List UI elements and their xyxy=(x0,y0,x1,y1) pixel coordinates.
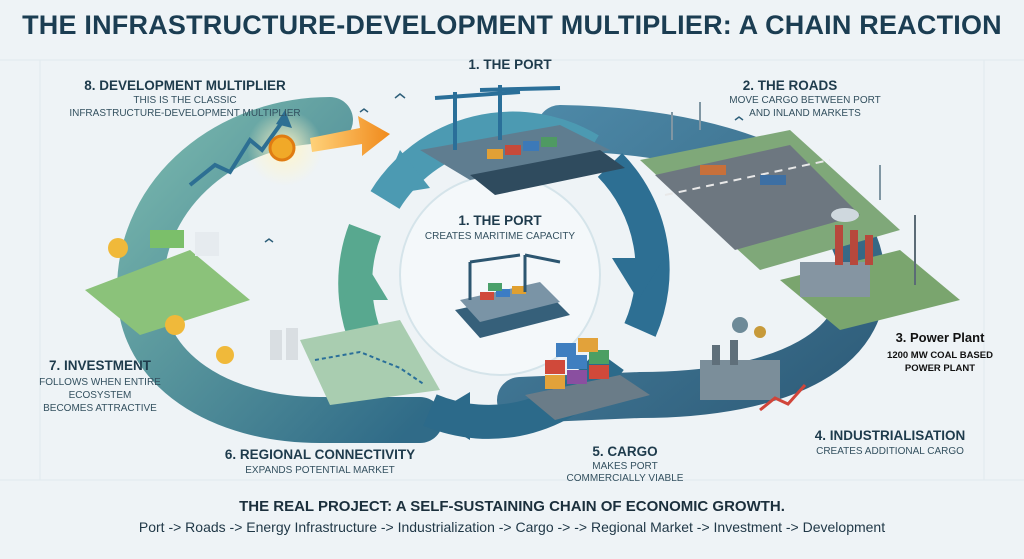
roads-desc-2: AND INLAND MARKETS xyxy=(749,108,861,119)
cargo-illustration xyxy=(525,338,650,420)
cargo-desc-2: COMMERCIALLY VIABLE xyxy=(566,473,684,484)
central-cycle xyxy=(338,111,670,440)
investment-desc-2: ECOSYSTEM xyxy=(68,390,132,401)
roads-heading: 2. THE ROADS xyxy=(742,78,838,93)
cargo-heading: 5. CARGO xyxy=(592,444,658,459)
investment-heading: 7. INVESTMENT xyxy=(48,358,151,373)
industrialisation-illustration xyxy=(700,317,807,412)
cycle-arrowhead-left xyxy=(342,262,388,300)
footer-chain: Port -> Roads -> Energy Infrastructure -… xyxy=(138,519,886,535)
industrialisation-desc: CREATES ADDITIONAL CARGO xyxy=(816,446,964,457)
investment-illustration xyxy=(85,230,250,364)
birds-decoration xyxy=(264,93,744,243)
background-grid xyxy=(0,59,1024,481)
cycle-arrowhead-right xyxy=(612,258,664,300)
top-port-illustration xyxy=(420,85,625,195)
cycle-arrowhead-top xyxy=(380,150,430,196)
multiplier-desc-2: INFRASTRUCTURE-DEVELOPMENT MULTIPLIER xyxy=(69,108,301,119)
cargo-desc-1: MAKES PORT xyxy=(592,461,658,472)
power-plant-desc-1: 1200 MW COAL BASED xyxy=(887,350,993,361)
port-center-heading: 1. THE PORT xyxy=(458,213,542,228)
investment-desc-3: BECOMES ATTRACTIVE xyxy=(43,403,157,414)
investment-desc-1: FOLLOWS WHEN ENTIRE xyxy=(39,377,161,388)
power-plant-heading: 3. Power Plant xyxy=(895,330,985,345)
industrialisation-heading: 4. INDUSTRIALISATION xyxy=(814,428,966,443)
power-plant-desc-2: POWER PLANT xyxy=(904,363,976,374)
footer-headline: THE REAL PROJECT: A SELF-SUSTAINING CHAI… xyxy=(239,498,785,515)
port-center-desc: CREATES MARITIME CAPACITY xyxy=(424,231,576,242)
cycle-arrowhead-bottom xyxy=(430,392,470,440)
multiplier-illustration xyxy=(188,110,390,187)
page-title: THE INFRASTRUCTURE-DEVELOPMENT MULTIPLIE… xyxy=(22,10,1002,40)
power-plant-illustration xyxy=(780,208,960,330)
multiplier-heading: 8. DEVELOPMENT MULTIPLIER xyxy=(84,78,286,93)
regional-heading: 6. REGIONAL CONNECTIVITY xyxy=(224,447,416,462)
port-top-heading: 1. THE PORT xyxy=(468,57,552,72)
center-port-illustration xyxy=(455,253,570,338)
regional-desc: EXPANDS POTENTIAL MARKET xyxy=(245,465,395,476)
regional-map-illustration xyxy=(270,320,440,405)
multiplier-desc-1: THIS IS THE CLASSIC xyxy=(133,95,237,106)
roads-desc-1: MOVE CARGO BETWEEN PORT xyxy=(729,95,881,106)
